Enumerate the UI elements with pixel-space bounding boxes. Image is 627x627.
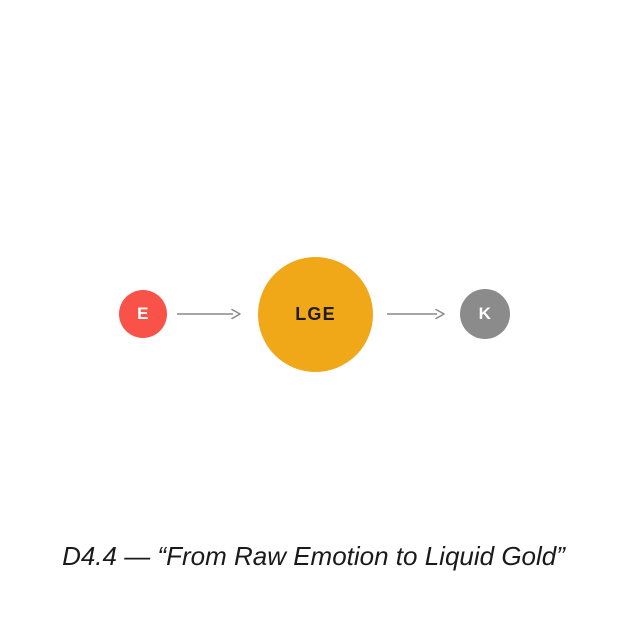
- node-lge-label: LGE: [295, 304, 336, 324]
- arrow-right-icon: [177, 308, 241, 320]
- node-e: E: [119, 290, 167, 338]
- diagram-caption: D4.4 — “From Raw Emotion to Liquid Gold”: [62, 541, 565, 571]
- arrow-right-icon: [387, 308, 445, 320]
- node-lge: LGE: [258, 257, 373, 372]
- node-k: K: [460, 289, 510, 339]
- node-k-label: K: [478, 304, 492, 323]
- node-e-label: E: [137, 304, 149, 323]
